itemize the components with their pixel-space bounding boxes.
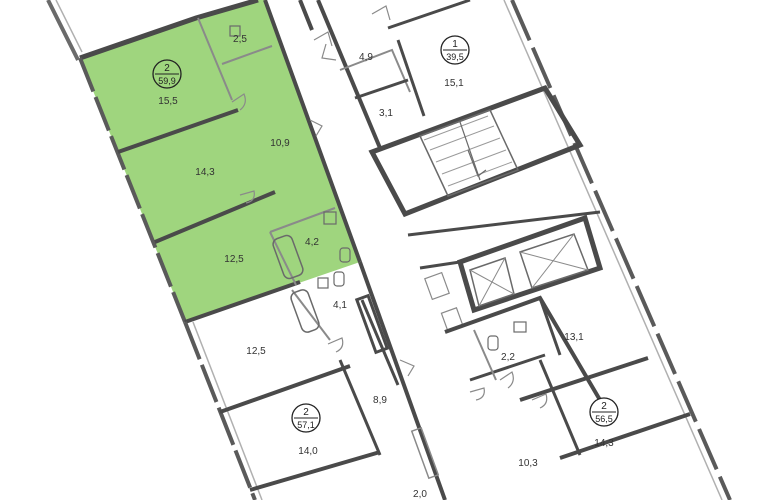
room-area: 3,1 [379,108,393,119]
door-icon [399,359,415,377]
apartment-2-57-1[interactable]: 2 57,1 4,1 12,5 8,9 14,0 2,0 [219,261,447,500]
interior-wall [358,261,447,500]
exterior-wall [510,0,732,500]
partition-wall [249,450,381,492]
exterior-wall-inner [55,0,83,53]
partition-wall [291,289,331,341]
partition-wall [219,364,351,414]
apartment-badge: 1 39,5 [440,35,470,65]
apartment-badge: 2 57,1 [291,403,321,433]
corridor-door-icon [313,31,333,47]
partition-wall [338,359,382,456]
room-area: 8,9 [373,395,387,406]
elevator-block [407,210,604,331]
sink-icon [323,211,337,225]
corridor-wall [298,0,314,31]
room-area: 15,5 [158,96,178,107]
partition-wall [354,78,409,100]
partition-wall [538,297,562,356]
partition-wall [360,299,400,386]
door-icon [321,43,337,61]
room-area: 2,0 [413,489,427,500]
room-area: 12,5 [224,254,244,265]
interior-wall [396,39,426,117]
exterior-wall [79,0,259,61]
toilet-icon [487,335,499,351]
partition-wall [117,108,239,154]
room-area: 10,3 [518,458,538,469]
apartment-rooms: 2 [303,407,309,418]
door-icon [231,93,246,111]
door-icon [469,387,485,401]
exterior-wall [46,0,80,61]
apartment-rooms: 2 [164,63,170,74]
apartment-area: 57,1 [297,420,315,430]
partition-wall [473,329,497,381]
room-area: 13,1 [564,332,584,343]
apartment-highlight-fill [80,0,360,322]
toilet-icon [333,271,345,287]
sink-icon [229,25,241,37]
partition-wall [154,190,276,244]
sink-icon [513,321,527,333]
door-icon [239,190,255,204]
apartment-1-39-5[interactable]: 1 39,5 4,9 15,1 3,1 [316,0,471,149]
partition-wall [339,48,411,93]
interior-wall [263,0,362,263]
partition-wall [387,0,471,30]
apartment-area: 56,5 [595,414,613,424]
apartment-area: 59,9 [158,76,176,86]
room-area: 14,3 [195,167,215,178]
room-area: 4,9 [359,52,373,63]
apartment-rooms: 1 [452,39,458,50]
partition-wall [559,412,691,460]
apartment-badge: 2 56,5 [589,397,619,427]
room-area: 15,1 [444,78,464,89]
door-icon [531,393,548,409]
corridor-shaft [410,426,440,480]
partition-wall [469,353,546,382]
room-area: 10,9 [270,138,290,149]
stairwell [368,84,584,218]
bathtub-icon [290,289,320,333]
room-area: 2,2 [501,352,515,363]
apartment-2-56-5[interactable]: 2 56,5 13,1 2,2 10,3 14,3 [444,295,691,469]
door-icon [499,371,514,389]
exterior-wall-inner [503,0,723,500]
partition-wall [519,356,649,402]
bathtub-icon [272,234,304,280]
room-area: 14,3 [594,438,614,449]
door-icon [327,337,344,353]
interior-wall [444,295,602,402]
interior-wall [316,0,382,149]
partition-wall [197,17,233,101]
partition-wall [538,359,582,456]
room-area: 12,5 [246,346,266,357]
toilet-icon [339,247,351,263]
room-area: 4,1 [333,300,347,311]
exterior-wall [78,57,187,323]
door-icon [371,5,391,21]
sink-icon [317,277,329,289]
corridor-shaft [354,293,390,355]
partition-wall [184,280,301,324]
partition-wall [221,45,273,65]
apartment-2-59-9[interactable]: 2 59,9 2,5 15,5 10,9 14,3 4,2 12,5 [78,0,362,324]
apartment-badge: 2 59,9 [152,59,182,89]
room-area: 2,5 [233,34,247,45]
door-icon [309,119,323,137]
room-area: 14,0 [298,446,318,457]
apartment-area: 39,5 [446,52,464,62]
room-area: 4,2 [305,237,319,248]
apartment-rooms: 2 [601,401,607,412]
